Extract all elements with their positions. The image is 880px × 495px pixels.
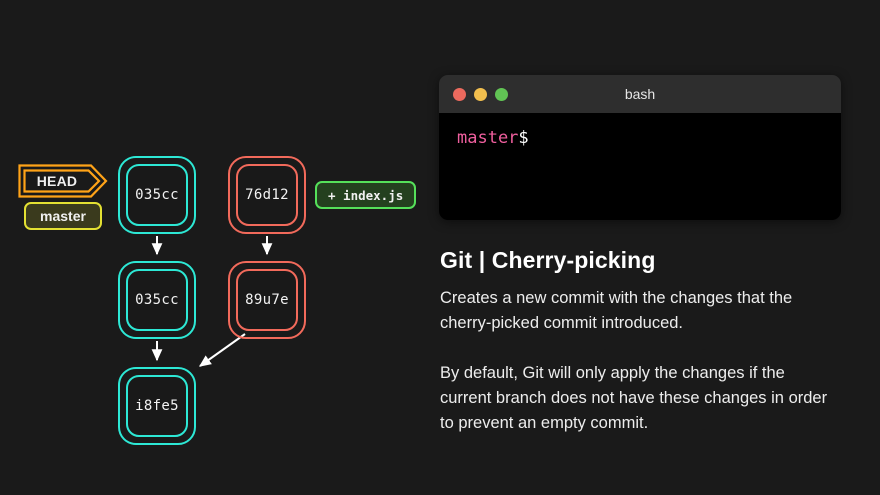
head-chevron-icon <box>18 164 108 198</box>
explanation-panel: Git | Cherry-picking Creates a new commi… <box>440 246 840 436</box>
terminal-body[interactable]: master$ <box>439 113 841 220</box>
changed-file-label: + index.js <box>328 187 404 203</box>
head-badge-label: HEAD <box>36 173 78 189</box>
terminal-title: bash <box>624 86 656 102</box>
commit-node-inner: 76d12 <box>236 164 298 226</box>
commit-node-035cc-mid[interactable]: 035cc <box>118 261 196 339</box>
edge-89u7e-to-i8fe5-cherrypick <box>199 333 246 367</box>
commit-node-89u7e[interactable]: 89u7e <box>228 261 306 339</box>
minimize-light-icon[interactable] <box>474 87 487 101</box>
commit-node-i8fe5[interactable]: i8fe5 <box>118 367 196 445</box>
terminal-titlebar: bash <box>439 75 841 113</box>
commit-node-inner: 89u7e <box>236 269 298 331</box>
traffic-lights <box>453 75 508 113</box>
graph-edges <box>151 236 273 367</box>
explanation-paragraph-2: By default, Git will only apply the chan… <box>440 364 828 432</box>
commit-node-inner: 035cc <box>126 269 188 331</box>
commit-sha: 89u7e <box>245 292 289 308</box>
commit-graph-diagram: HEAD master 035cc 76d12 035cc 89u7e <box>0 0 430 495</box>
explanation-paragraph-1: Creates a new commit with the changes th… <box>440 289 793 332</box>
commit-node-035cc-top[interactable]: 035cc <box>118 156 196 234</box>
commit-node-inner: 035cc <box>126 164 188 226</box>
prompt-sigil: $ <box>518 128 529 148</box>
prompt-branch: master <box>457 128 519 148</box>
commit-sha: 035cc <box>135 187 179 203</box>
maximize-light-icon[interactable] <box>495 87 508 101</box>
page-title: Git | Cherry-picking <box>440 247 656 273</box>
commit-node-inner: i8fe5 <box>126 375 188 437</box>
close-light-icon[interactable] <box>453 87 466 101</box>
terminal-prompt-line: master$ <box>457 127 841 149</box>
commit-sha: 035cc <box>135 292 179 308</box>
head-badge[interactable]: HEAD <box>18 164 108 198</box>
commit-sha: i8fe5 <box>135 398 179 414</box>
terminal-window[interactable]: bash master$ <box>439 75 841 220</box>
changed-file-badge[interactable]: + index.js <box>315 181 417 209</box>
commit-node-76d12[interactable]: 76d12 <box>228 156 306 234</box>
commit-sha: 76d12 <box>245 187 289 203</box>
master-branch-badge[interactable]: master <box>24 202 102 230</box>
master-branch-label: master <box>40 208 86 224</box>
